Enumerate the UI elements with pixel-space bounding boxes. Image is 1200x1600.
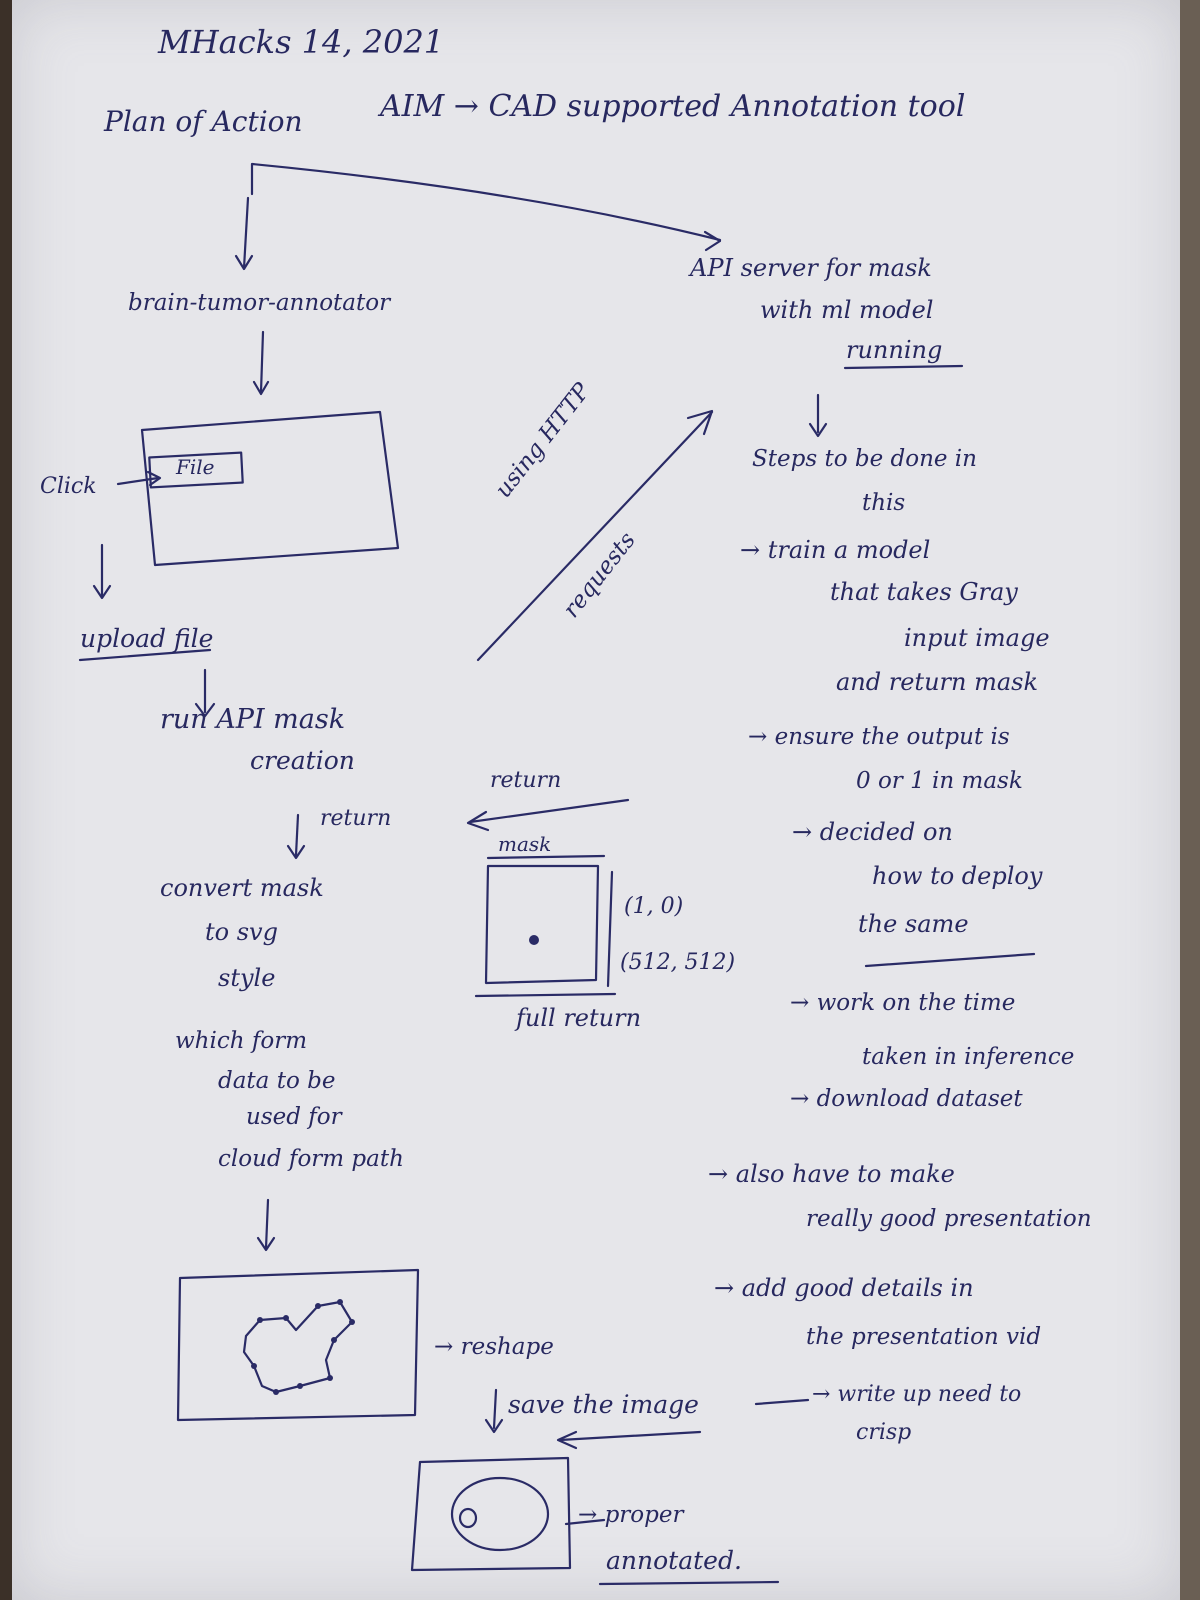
upload-file-label: upload file: [80, 624, 214, 653]
step-present-2: really good presentation: [806, 1206, 1092, 1232]
back-arrow: [558, 1430, 702, 1442]
save-to-writeup-arrow: [754, 1398, 810, 1406]
mask-label: mask: [498, 832, 552, 856]
page-shadow-right: [1180, 0, 1200, 1600]
contour-box: [176, 1268, 420, 1422]
same-underline: [864, 952, 1036, 968]
arrow-to-annotator: [242, 196, 250, 270]
step-train-3: input image: [904, 624, 1050, 652]
arrow-to-contour: [264, 1198, 270, 1250]
arrow-to-convert: [294, 813, 300, 857]
api-server-line-3: running: [846, 336, 943, 364]
convert-line-6: used for: [246, 1104, 342, 1130]
coord-label-1: (1, 0): [624, 894, 684, 919]
step-dataset: → download dataset: [790, 1086, 1023, 1112]
step-train-2: that takes Gray: [830, 578, 1018, 606]
convert-line-4: which form: [175, 1028, 308, 1054]
http-request-arrow: [476, 410, 714, 662]
convert-line-5: data to be: [218, 1068, 336, 1094]
arrowhead-upload: [92, 584, 112, 600]
step-deploy-1: → decided on: [792, 818, 953, 846]
annotated-label: annotated.: [606, 1546, 742, 1575]
arrowhead-annotator: [234, 254, 254, 271]
return-arrow-label: return: [490, 768, 562, 793]
steps-line-1: Steps to be done in: [752, 446, 977, 472]
page-shadow-left: [0, 0, 12, 1600]
convert-line-3: style: [218, 964, 276, 992]
mask-divider: [606, 870, 614, 988]
step-train-1: → train a model: [740, 536, 931, 564]
file-button: File: [176, 455, 215, 479]
click-arrow: [116, 476, 160, 486]
step-writeup-1: → write up need to: [812, 1382, 1022, 1407]
step-details-1: → add good details in: [714, 1274, 974, 1302]
return-label: return: [320, 806, 392, 831]
proper-label: → proper: [578, 1502, 684, 1528]
upload-box: [140, 410, 400, 567]
step-ensure-2: 0 or 1 in mask: [856, 768, 1023, 794]
mask-dot: [529, 935, 539, 945]
arrowhead-return: [466, 810, 490, 832]
arrowhead-api: [703, 230, 722, 252]
arrowhead-run: [194, 702, 216, 718]
reshape-label: → reshape: [434, 1334, 554, 1360]
arrowhead-click: [146, 470, 162, 487]
convert-line-7: cloud form path: [218, 1146, 404, 1172]
run-label: run API mask: [160, 704, 346, 735]
annotation-core: [458, 1507, 478, 1529]
annotation-ellipse: [450, 1476, 550, 1552]
arrowhead-steps: [808, 422, 828, 438]
final-box: [410, 1456, 572, 1572]
step-writeup-2: crisp: [856, 1420, 912, 1445]
save-image-label: save the image: [508, 1390, 699, 1419]
mask-width-marker: [486, 854, 606, 860]
annotator-app-label: brain-tumor-annotator: [128, 290, 391, 316]
arrowhead-contour: [256, 1236, 276, 1252]
full-return-label: full return: [516, 1004, 642, 1032]
page-title: MHacks 14, 2021: [158, 23, 445, 61]
plan-branch-line: [250, 162, 722, 242]
arrow-to-file-box: [259, 330, 265, 394]
arrowhead-http: [686, 409, 714, 436]
step-deploy-3: the same: [858, 910, 969, 938]
mask-box: [484, 864, 600, 985]
upload-underline: [78, 648, 212, 662]
contour-path: [242, 1300, 354, 1394]
arrow-to-save: [492, 1388, 498, 1430]
annotated-underline: [598, 1580, 780, 1586]
aim-label: AIM → CAD supported Annotation tool: [380, 89, 966, 124]
notebook-page: [12, 0, 1180, 1600]
arrowhead-convert: [286, 844, 306, 860]
arrowhead-save: [484, 1418, 504, 1434]
step-present-1: → also have to make: [708, 1160, 955, 1188]
return-arrow: [468, 798, 630, 824]
arrow-to-proper: [564, 1518, 606, 1526]
mask-base-line: [474, 992, 617, 998]
api-server-line-1: API server for mask: [690, 254, 932, 282]
step-train-4: and return mask: [836, 668, 1039, 696]
click-label: Click: [40, 474, 97, 499]
convert-line-1: convert mask: [160, 874, 324, 902]
step-time-2: taken in inference: [862, 1044, 1075, 1070]
coord-label-2: (512, 512): [620, 950, 736, 975]
api-server-line-2: with ml model: [760, 296, 934, 324]
run-label-2: creation: [250, 746, 355, 775]
steps-line-2: this: [862, 490, 906, 516]
plan-of-action-label: Plan of Action: [104, 105, 303, 138]
running-underline: [843, 364, 964, 370]
step-details-2: the presentation vid: [806, 1324, 1042, 1350]
arrowhead-file-box: [252, 380, 270, 396]
convert-line-2: to svg: [205, 918, 278, 946]
step-time-1: → work on the time: [790, 990, 1016, 1016]
arrowhead-back: [556, 1430, 578, 1450]
step-deploy-2: how to deploy: [872, 862, 1043, 890]
step-ensure-1: → ensure the output is: [748, 724, 1010, 750]
